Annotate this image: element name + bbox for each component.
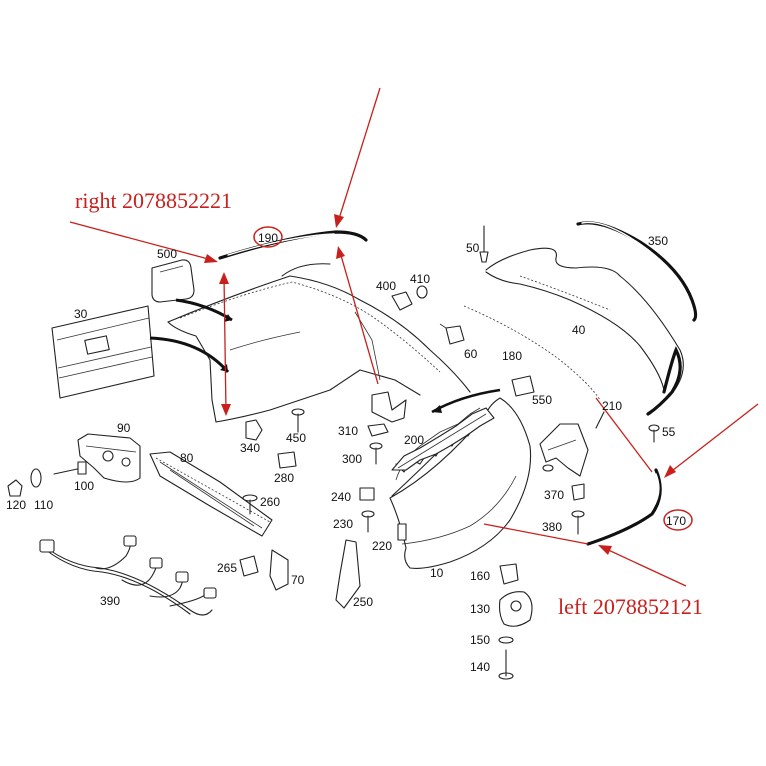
part-40-diffuser bbox=[485, 247, 684, 416]
part-390-wiring-harness bbox=[39, 535, 217, 616]
label-180: 180 bbox=[502, 349, 522, 363]
part-350-strip bbox=[576, 221, 698, 322]
label-130: 130 bbox=[470, 602, 490, 616]
label-120: 120 bbox=[6, 498, 26, 512]
label-280: 280 bbox=[274, 471, 294, 485]
part-30-reflector-panel bbox=[51, 305, 155, 399]
part-170-trim-left bbox=[586, 468, 662, 546]
label-550: 550 bbox=[532, 393, 552, 407]
part-500-cover bbox=[151, 259, 195, 303]
label-450: 450 bbox=[286, 431, 306, 445]
label-220: 220 bbox=[372, 539, 392, 553]
part-80-absorber bbox=[149, 451, 273, 537]
callout-right: right 2078852221 bbox=[75, 188, 232, 213]
part-190-trim-right bbox=[218, 230, 368, 260]
label-70: 70 bbox=[291, 573, 305, 587]
label-30: 30 bbox=[74, 307, 88, 321]
label-110: 110 bbox=[34, 498, 53, 512]
label-310: 310 bbox=[338, 424, 358, 438]
label-250: 250 bbox=[353, 595, 373, 609]
label-50: 50 bbox=[466, 241, 480, 255]
label-380: 380 bbox=[542, 520, 562, 534]
part-labels: 120 110 100 90 80 30 500 190 340 450 280… bbox=[6, 231, 686, 674]
callout-left: left 2078852121 bbox=[558, 594, 703, 619]
label-350: 350 bbox=[648, 234, 668, 248]
label-200: 200 bbox=[404, 433, 424, 447]
callout-circle-190 bbox=[253, 226, 283, 248]
label-210: 210 bbox=[602, 399, 622, 413]
label-340: 340 bbox=[240, 441, 260, 455]
label-140: 140 bbox=[470, 660, 490, 674]
label-160: 160 bbox=[470, 569, 490, 583]
small-parts bbox=[239, 225, 660, 680]
label-260: 260 bbox=[260, 495, 280, 509]
label-90: 90 bbox=[117, 421, 131, 435]
assembly-arrows bbox=[149, 298, 501, 414]
label-80: 80 bbox=[180, 451, 194, 465]
label-400: 400 bbox=[376, 279, 396, 293]
label-170: 170 bbox=[666, 514, 686, 528]
label-60: 60 bbox=[464, 347, 478, 361]
label-390: 390 bbox=[100, 594, 120, 608]
upper-bumper-shell bbox=[167, 263, 471, 423]
callout-circle-170 bbox=[663, 509, 693, 531]
label-265: 265 bbox=[217, 561, 237, 575]
label-370: 370 bbox=[544, 488, 564, 502]
part-180-strip bbox=[463, 305, 601, 401]
red-callout-arrows bbox=[69, 87, 759, 587]
part-200-bracket bbox=[391, 407, 495, 471]
fasteners-100-110-120 bbox=[7, 461, 87, 497]
part-90-bracket bbox=[77, 433, 141, 483]
label-150: 150 bbox=[470, 633, 490, 647]
label-230: 230 bbox=[333, 517, 353, 531]
label-410: 410 bbox=[410, 272, 430, 286]
label-100: 100 bbox=[74, 479, 94, 493]
label-300: 300 bbox=[342, 452, 362, 466]
label-55: 55 bbox=[662, 425, 676, 439]
label-190: 190 bbox=[258, 231, 278, 245]
label-500: 500 bbox=[157, 247, 177, 261]
label-240: 240 bbox=[331, 490, 351, 504]
label-40: 40 bbox=[572, 323, 586, 337]
label-10: 10 bbox=[430, 566, 444, 580]
